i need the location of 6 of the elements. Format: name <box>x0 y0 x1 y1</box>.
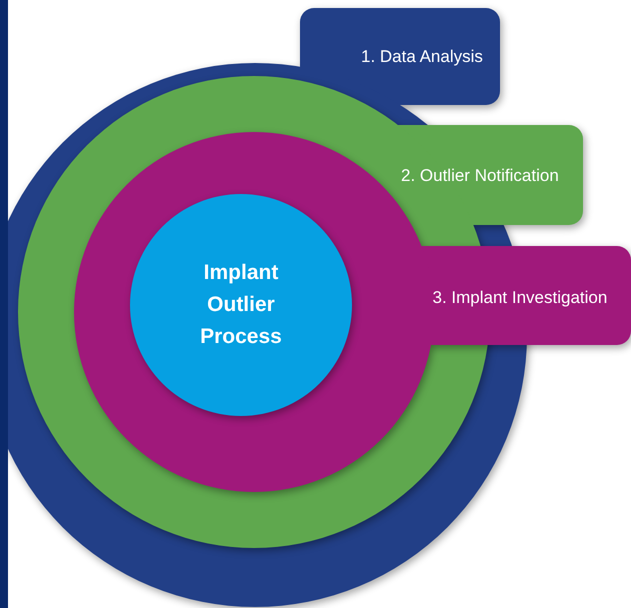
stage-label: 3. Implant Investigation <box>432 288 608 308</box>
stage-label: 2. Outlier Notification <box>401 166 559 186</box>
center-circle <box>130 194 352 416</box>
stage-label: 1. Data Analysis <box>361 47 483 67</box>
ring-with-tab <box>74 132 631 492</box>
center-title: Implant Outlier Process <box>199 260 283 350</box>
